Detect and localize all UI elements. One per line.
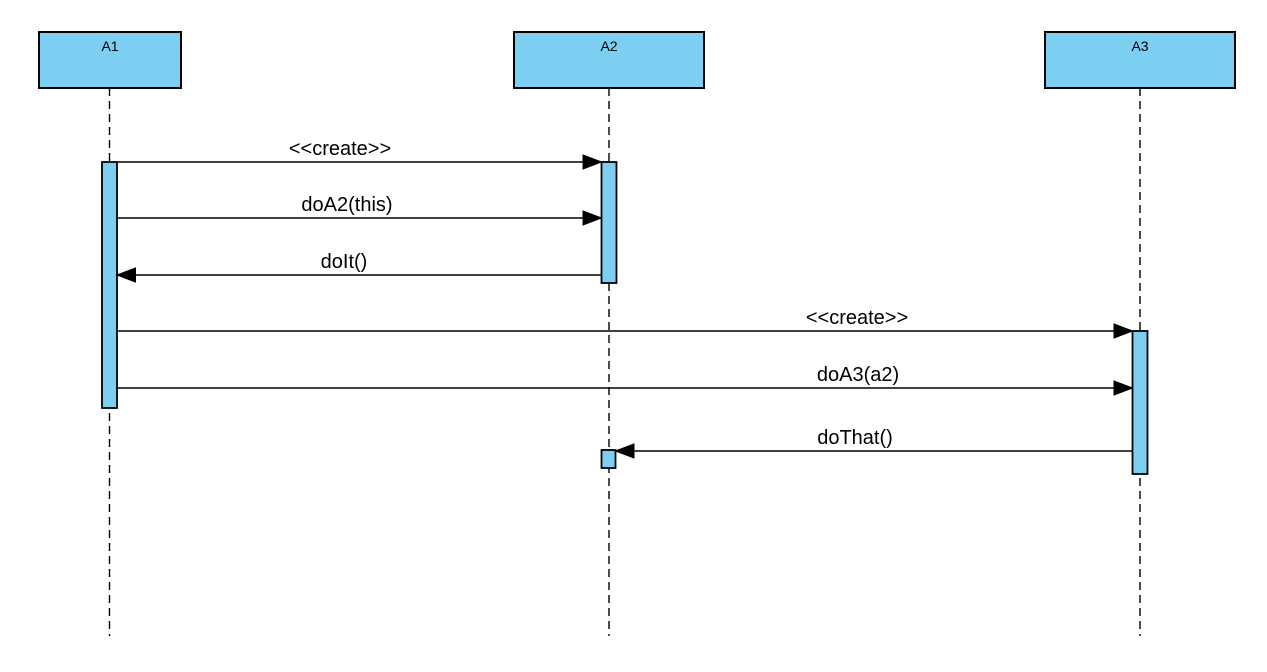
participant-a3[interactable]: A3	[1044, 31, 1236, 89]
message-label: doA2(this)	[301, 194, 392, 216]
participant-box[interactable]	[513, 31, 705, 89]
activation-a1[interactable]	[101, 161, 118, 409]
participant-name: A2	[600, 38, 617, 54]
participant-name: A3	[1131, 38, 1148, 54]
arrowhead-right-icon	[1113, 323, 1134, 339]
message-label: doIt()	[321, 251, 368, 273]
message-label: <<create>>	[806, 307, 908, 329]
activation-a2-second[interactable]	[600, 449, 617, 469]
arrowhead-right-icon	[1113, 380, 1134, 396]
message-create-a2[interactable]: <<create>>	[117, 138, 603, 170]
participant-box[interactable]	[1044, 31, 1236, 89]
activation-a2[interactable]	[600, 161, 618, 284]
arrowhead-left-icon	[614, 443, 635, 459]
participant-a2[interactable]: A2	[513, 31, 705, 89]
participant-name: A1	[101, 38, 118, 54]
message-doa2[interactable]: doA2(this)	[117, 194, 603, 226]
arrowhead-left-icon	[115, 267, 136, 283]
arrowhead-right-icon	[582, 154, 603, 170]
message-label: <<create>>	[289, 138, 391, 160]
message-create-a3[interactable]: <<create>>	[117, 307, 1134, 339]
message-doa3[interactable]: doA3(a2)	[117, 364, 1134, 396]
arrowhead-right-icon	[582, 210, 603, 226]
participant-a1[interactable]: A1	[38, 31, 182, 89]
message-dothat[interactable]: doThat()	[614, 427, 1133, 459]
message-doit[interactable]: doIt()	[115, 251, 602, 283]
message-label: doA3(a2)	[817, 364, 899, 386]
activation-a3[interactable]	[1131, 330, 1149, 475]
participant-box[interactable]	[38, 31, 182, 89]
message-label: doThat()	[817, 427, 893, 449]
